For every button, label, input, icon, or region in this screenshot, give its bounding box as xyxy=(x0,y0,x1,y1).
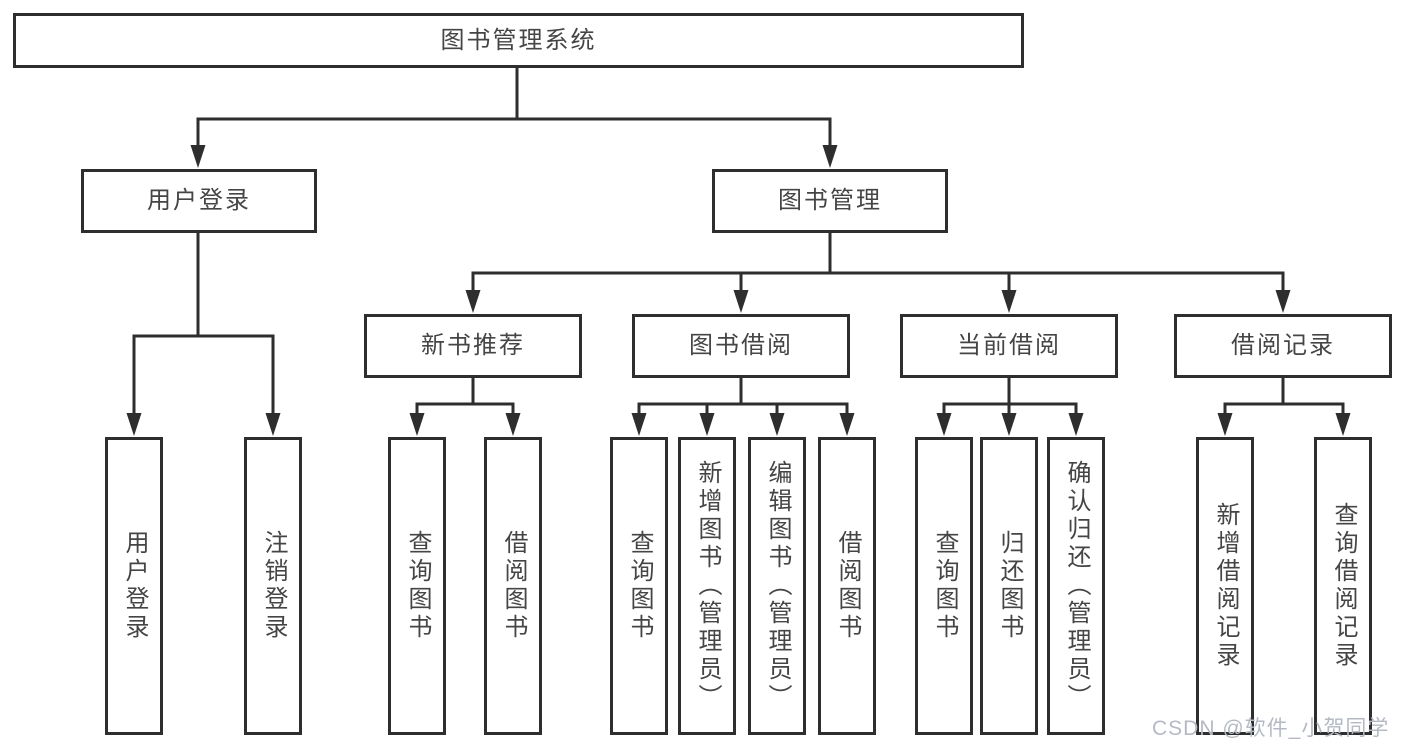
leaf-edit-books-admin-label: 编辑图书（管理员） xyxy=(764,460,791,712)
leaf-add-books-admin-label: 新增图书（管理员） xyxy=(694,460,721,712)
node-current-borrow-label: 当前借阅 xyxy=(957,332,1061,359)
node-book-management: 图书管理 xyxy=(712,169,948,233)
leaf-borrow-books-recommend: 借阅图书 xyxy=(484,437,542,735)
leaf-query-books-borrow: 查询图书 xyxy=(610,437,668,735)
node-new-book-recommend-label: 新书推荐 xyxy=(421,332,525,359)
leaf-query-borrow-record: 查询借阅记录 xyxy=(1314,437,1372,735)
leaf-borrow-books-label: 借阅图书 xyxy=(834,530,861,642)
node-root-label: 图书管理系统 xyxy=(440,26,597,54)
node-book-management-label: 图书管理 xyxy=(778,187,882,214)
node-user-login: 用户登录 xyxy=(81,169,317,233)
leaf-borrow-books: 借阅图书 xyxy=(818,437,876,735)
leaf-return-books: 归还图书 xyxy=(980,437,1038,735)
connector-root-to-level1 xyxy=(196,65,832,158)
connector-bookborrow-to-leaves xyxy=(637,376,849,426)
leaf-confirm-return-admin: 确认归还（管理员） xyxy=(1047,437,1105,735)
leaf-user-login: 用户登录 xyxy=(105,437,163,735)
arrowhead-icon xyxy=(265,413,281,436)
arrowhead-icon xyxy=(631,413,647,436)
node-root: 图书管理系统 xyxy=(13,13,1024,68)
node-new-book-recommend: 新书推荐 xyxy=(364,314,582,378)
arrowhead-icon xyxy=(1001,290,1017,313)
arrowhead-icon xyxy=(1275,290,1291,313)
node-book-borrow: 图书借阅 xyxy=(632,314,850,378)
watermark: CSDN @软件_小贺同学 xyxy=(1152,717,1390,740)
leaf-add-books-admin: 新增图书（管理员） xyxy=(678,437,736,735)
connector-newbooks-to-leaves xyxy=(415,376,515,426)
leaf-edit-books-admin: 编辑图书（管理员） xyxy=(748,437,806,735)
leaf-query-books-current-label: 查询图书 xyxy=(931,530,958,642)
arrowhead-icon xyxy=(190,145,206,168)
arrowhead-icon xyxy=(1217,413,1233,436)
leaf-borrow-books-recommend-label: 借阅图书 xyxy=(500,530,527,642)
arrowhead-icon xyxy=(822,145,838,168)
arrowhead-icon xyxy=(1068,413,1084,436)
arrowhead-icon xyxy=(1001,413,1017,436)
leaf-user-login-label: 用户登录 xyxy=(121,530,148,642)
arrowhead-icon xyxy=(699,413,715,436)
arrowhead-icon xyxy=(409,413,425,436)
node-current-borrow: 当前借阅 xyxy=(900,314,1118,378)
arrowhead-icon xyxy=(1335,413,1351,436)
node-book-borrow-label: 图书借阅 xyxy=(689,332,793,359)
arrowhead-icon xyxy=(769,413,785,436)
connector-borrowrecords-to-leaves xyxy=(1223,376,1345,426)
leaf-return-books-label: 归还图书 xyxy=(996,530,1023,642)
leaf-query-books-recommend-label: 查询图书 xyxy=(404,530,431,642)
arrowhead-icon xyxy=(839,413,855,436)
arrowhead-icon xyxy=(733,290,749,313)
leaf-add-borrow-record: 新增借阅记录 xyxy=(1196,437,1254,735)
arrowhead-icon xyxy=(465,290,481,313)
node-borrow-records-label: 借阅记录 xyxy=(1231,332,1335,359)
leaf-query-books-borrow-label: 查询图书 xyxy=(626,530,653,642)
node-borrow-records: 借阅记录 xyxy=(1174,314,1392,378)
arrowhead-icon xyxy=(936,413,952,436)
connector-userlogin-to-leaves xyxy=(132,231,275,426)
arrowheads xyxy=(126,145,1351,436)
connector-bookmgmt-to-level2 xyxy=(471,231,1285,303)
leaf-query-borrow-record-label: 查询借阅记录 xyxy=(1330,502,1357,670)
node-user-login-label: 用户登录 xyxy=(147,187,251,214)
leaf-query-books-recommend: 查询图书 xyxy=(388,437,446,735)
arrowhead-icon xyxy=(126,413,142,436)
leaf-query-books-current: 查询图书 xyxy=(915,437,973,735)
arrowhead-icon xyxy=(505,413,521,436)
leaf-logout-label: 注销登录 xyxy=(260,530,287,642)
leaf-confirm-return-admin-label: 确认归还（管理员） xyxy=(1063,460,1090,712)
leaf-logout: 注销登录 xyxy=(244,437,302,735)
leaf-add-borrow-record-label: 新增借阅记录 xyxy=(1212,502,1239,670)
